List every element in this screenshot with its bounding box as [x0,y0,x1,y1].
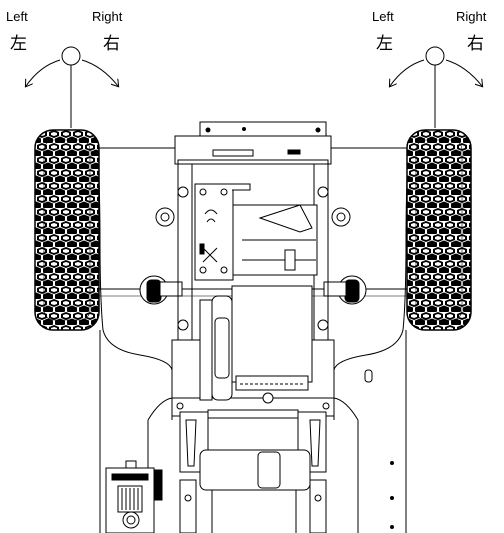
left-pivot-circle [61,46,81,66]
left-wheel-right-label: Right [92,9,123,24]
right-suspension-mount [323,207,367,305]
right-wheel-left-cjk-label: 左 [376,34,393,54]
left-wheel-right-cjk-label: 右 [103,34,120,54]
left-suspension-mount [139,207,183,305]
left-steering-indicator [26,46,118,128]
left-turn-arrow [26,59,61,86]
receiver-box [105,460,163,533]
right-wheel-left-label: Left [372,9,394,24]
left-turn-arrow [390,59,425,86]
body-details [364,369,394,529]
motor-gearbox [199,285,313,401]
right-turn-arrow [81,59,118,86]
front-right-tire [406,129,472,331]
left-wheel-left-label: Left [6,9,28,24]
right-pivot-circle [425,46,445,66]
front-left-tire [34,129,100,331]
rear-drive-section [179,409,327,533]
left-wheel-left-cjk-label: 左 [10,34,27,54]
right-steering-indicator [390,46,482,128]
steering-servo-assembly [194,183,318,281]
right-wheel-right-cjk-label: 右 [467,34,484,54]
right-wheel-right-label: Right [456,9,487,24]
right-turn-arrow [445,59,482,86]
